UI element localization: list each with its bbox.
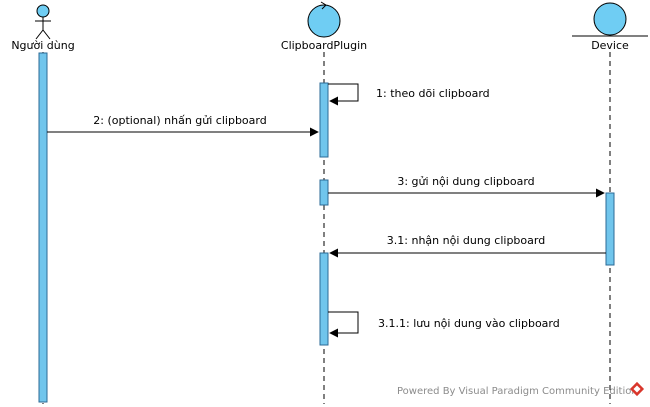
message-3-1-1-arrow	[328, 311, 359, 338]
lifeline-user-label: Người dùng	[11, 39, 74, 52]
message-1-label: 1: theo dõi clipboard	[376, 87, 490, 100]
activation-plugin-2	[319, 179, 329, 206]
message-1-arrow	[328, 83, 359, 106]
activation-plugin-1	[319, 82, 329, 158]
activation-device	[605, 192, 615, 266]
watermark-text: Powered By Visual Paradigm Community Edi…	[397, 386, 638, 397]
activation-user	[38, 52, 48, 403]
lifeline-device-label: Device	[591, 39, 629, 52]
entity-icon	[572, 2, 648, 37]
actor-icon	[35, 4, 51, 40]
visual-paradigm-logo-icon	[629, 381, 645, 397]
lifeline-plugin-label: ClipboardPlugin	[281, 39, 367, 52]
message-3-1-label: 3.1: nhận nội dung clipboard	[387, 234, 545, 247]
message-3-1-1-label: 3.1.1: lưu nội dung vào clipboard	[378, 317, 560, 330]
activation-plugin-3	[319, 252, 329, 346]
message-3-label: 3: gửi nội dung clipboard	[397, 175, 534, 188]
control-icon	[307, 1, 341, 38]
message-2-label: 2: (optional) nhấn gửi clipboard	[93, 114, 266, 127]
